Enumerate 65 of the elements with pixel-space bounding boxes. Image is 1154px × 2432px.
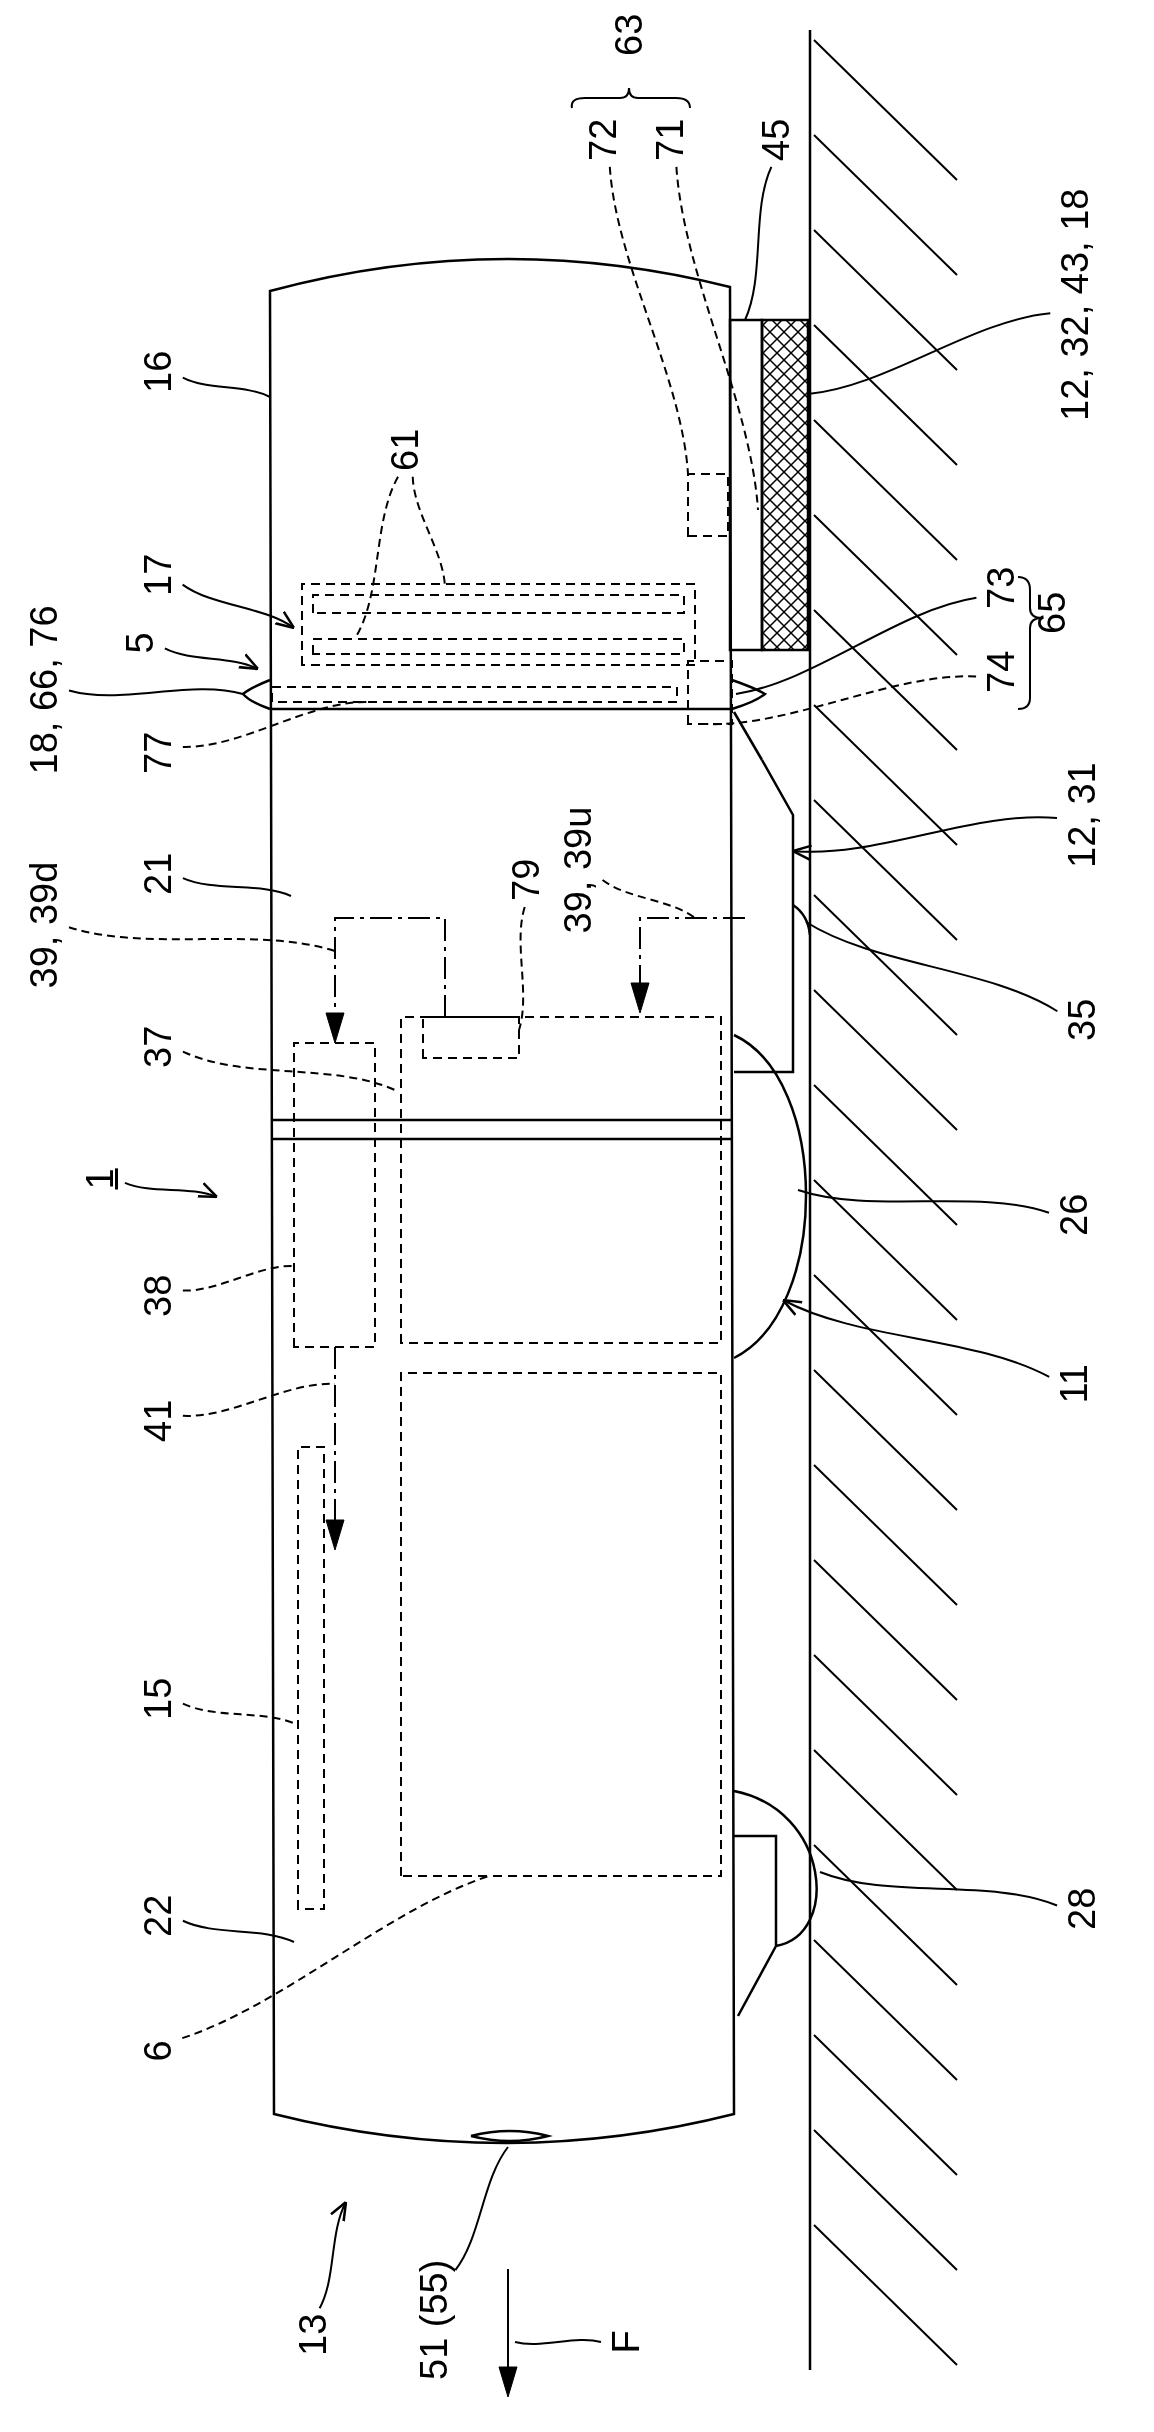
callout-number: 37 [139, 1025, 177, 1068]
callout-number: 21 [139, 852, 177, 895]
callout-number: 12, 32, 43, 18 [1056, 188, 1094, 421]
leader-line [608, 165, 689, 475]
callout-number: 73 [982, 566, 1020, 609]
callout-number: 6 [139, 2040, 177, 2062]
leader-line [123, 1181, 219, 1199]
callout-number: 22 [139, 1894, 177, 1937]
callout-number: 39, 39d [25, 861, 63, 989]
leader-line [318, 2200, 348, 2310]
leader-line [735, 596, 978, 695]
callout-number: 63 [610, 13, 648, 56]
callout-number: 1 [81, 1168, 119, 1190]
callout-number: 16 [139, 350, 177, 393]
leader-line [181, 1875, 490, 2040]
callout-number: 13 [294, 2313, 332, 2356]
leader-line [705, 675, 978, 725]
callout-number: 45 [757, 118, 795, 161]
callout-number: 15 [139, 1677, 177, 1720]
leader-line [181, 877, 292, 897]
leader-line [514, 2339, 602, 2345]
callout-number: F [607, 2330, 645, 2354]
base-plate [734, 759, 795, 1074]
callout-number: 71 [651, 118, 689, 161]
leader-line [181, 701, 369, 748]
leader-line [68, 688, 244, 697]
leader-line [181, 1265, 295, 1292]
cushion-pad [760, 318, 810, 652]
callout-number: 41 [139, 1399, 177, 1442]
leader-line [601, 879, 696, 919]
callout-number: 18, 66, 76 [25, 605, 63, 775]
leader-line [791, 816, 1059, 861]
leader-line [744, 165, 773, 321]
leader-line [454, 2146, 509, 2272]
leader-line [163, 647, 260, 671]
callout-number: 77 [139, 731, 177, 774]
leader-line [781, 1298, 1051, 1378]
callout-number: 26 [1055, 1193, 1093, 1236]
callout-number: 51 (55) [415, 2259, 453, 2380]
callout-number: 65 [1033, 591, 1071, 634]
leader-line [181, 1919, 295, 1943]
callout-number: 35 [1063, 998, 1101, 1041]
leader-line [797, 1189, 1050, 1214]
callout-number: 12, 31 [1063, 762, 1101, 868]
wheel [733, 1033, 808, 1360]
callout-number: 79 [507, 858, 545, 901]
callout-number: 17 [139, 553, 177, 596]
bump [792, 904, 812, 936]
leader-line [518, 906, 526, 1031]
callout-number: 38 [139, 1274, 177, 1317]
leader-line [68, 926, 336, 952]
leader-line [356, 475, 400, 636]
callout-number: 72 [584, 118, 622, 161]
callout-number: 39, 39u [559, 806, 597, 934]
leader-line [181, 376, 271, 398]
leader-line [181, 583, 296, 630]
callout-number: 74 [982, 650, 1020, 693]
leader-line [819, 1871, 1059, 1907]
callout-number: 61 [386, 428, 424, 471]
leader-line [805, 921, 1059, 1013]
leader-line [181, 1702, 299, 1726]
callout-number: 11 [1055, 1364, 1093, 1404]
callout-number: 5 [121, 632, 159, 654]
callout-number: 28 [1063, 1887, 1101, 1930]
leader-line [675, 165, 759, 511]
